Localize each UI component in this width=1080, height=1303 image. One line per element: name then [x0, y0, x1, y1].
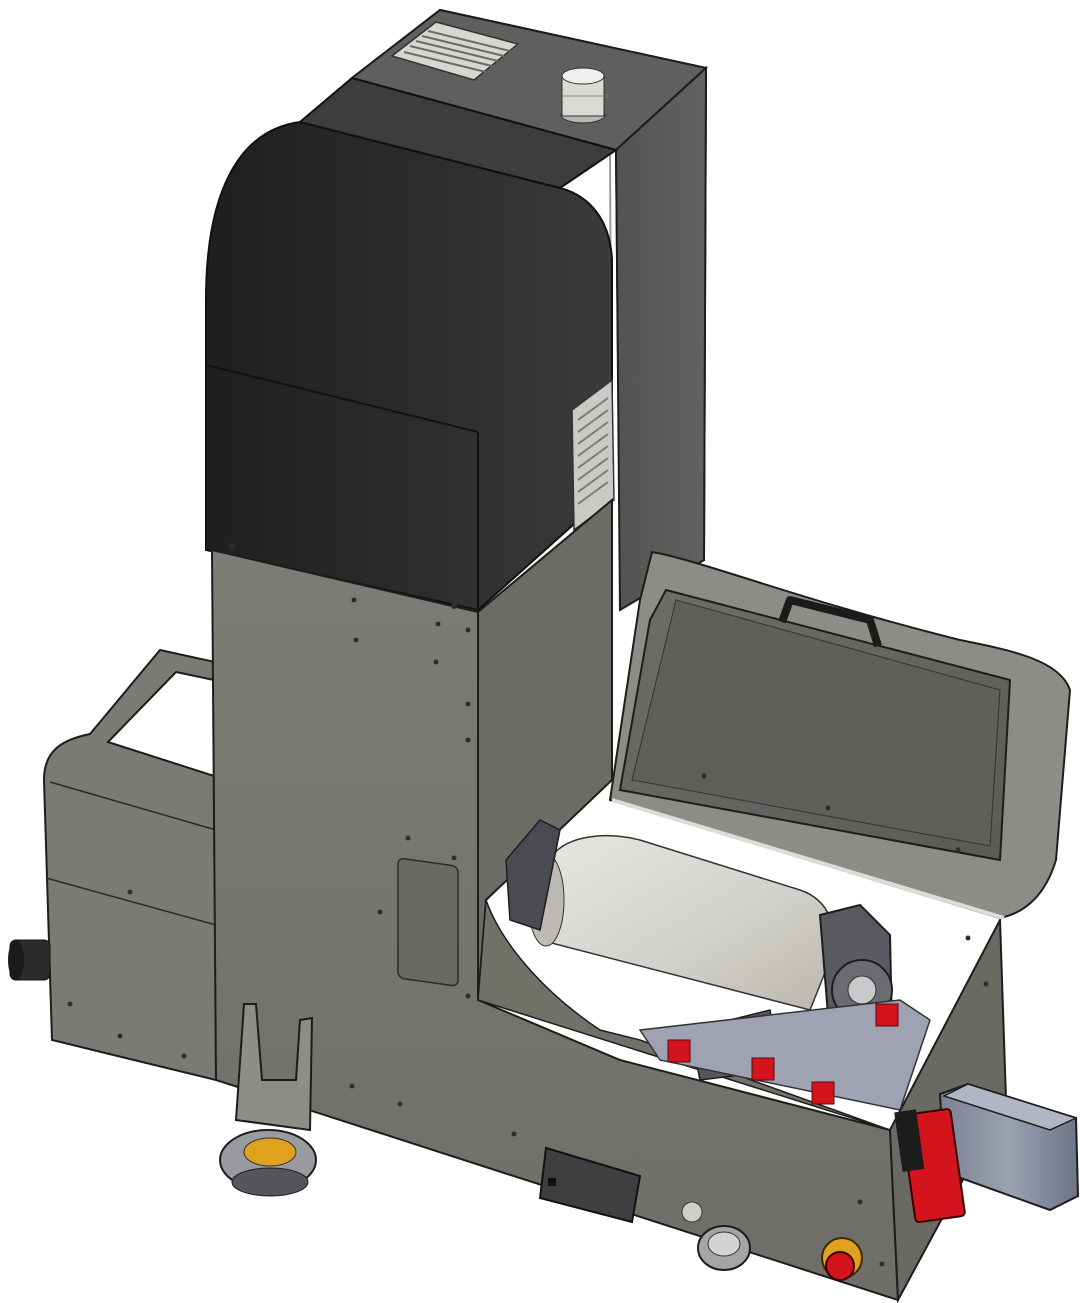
paper-roll — [527, 835, 835, 1011]
side-connector — [8, 939, 51, 981]
top-vent-grille — [390, 21, 520, 81]
safety-switch — [894, 1108, 966, 1224]
emergency-stop — [821, 1237, 863, 1281]
fasteners — [67, 543, 989, 1267]
dark-hood — [205, 76, 619, 612]
servo-motor — [938, 1082, 1080, 1212]
signal-beacon — [560, 67, 606, 124]
open-lid — [608, 550, 1072, 920]
left-side-box — [42, 648, 218, 1082]
linear-rail-plate — [638, 999, 931, 1111]
caster-foot — [219, 1003, 317, 1197]
front-controls — [538, 1146, 751, 1271]
side-vent — [571, 378, 615, 532]
